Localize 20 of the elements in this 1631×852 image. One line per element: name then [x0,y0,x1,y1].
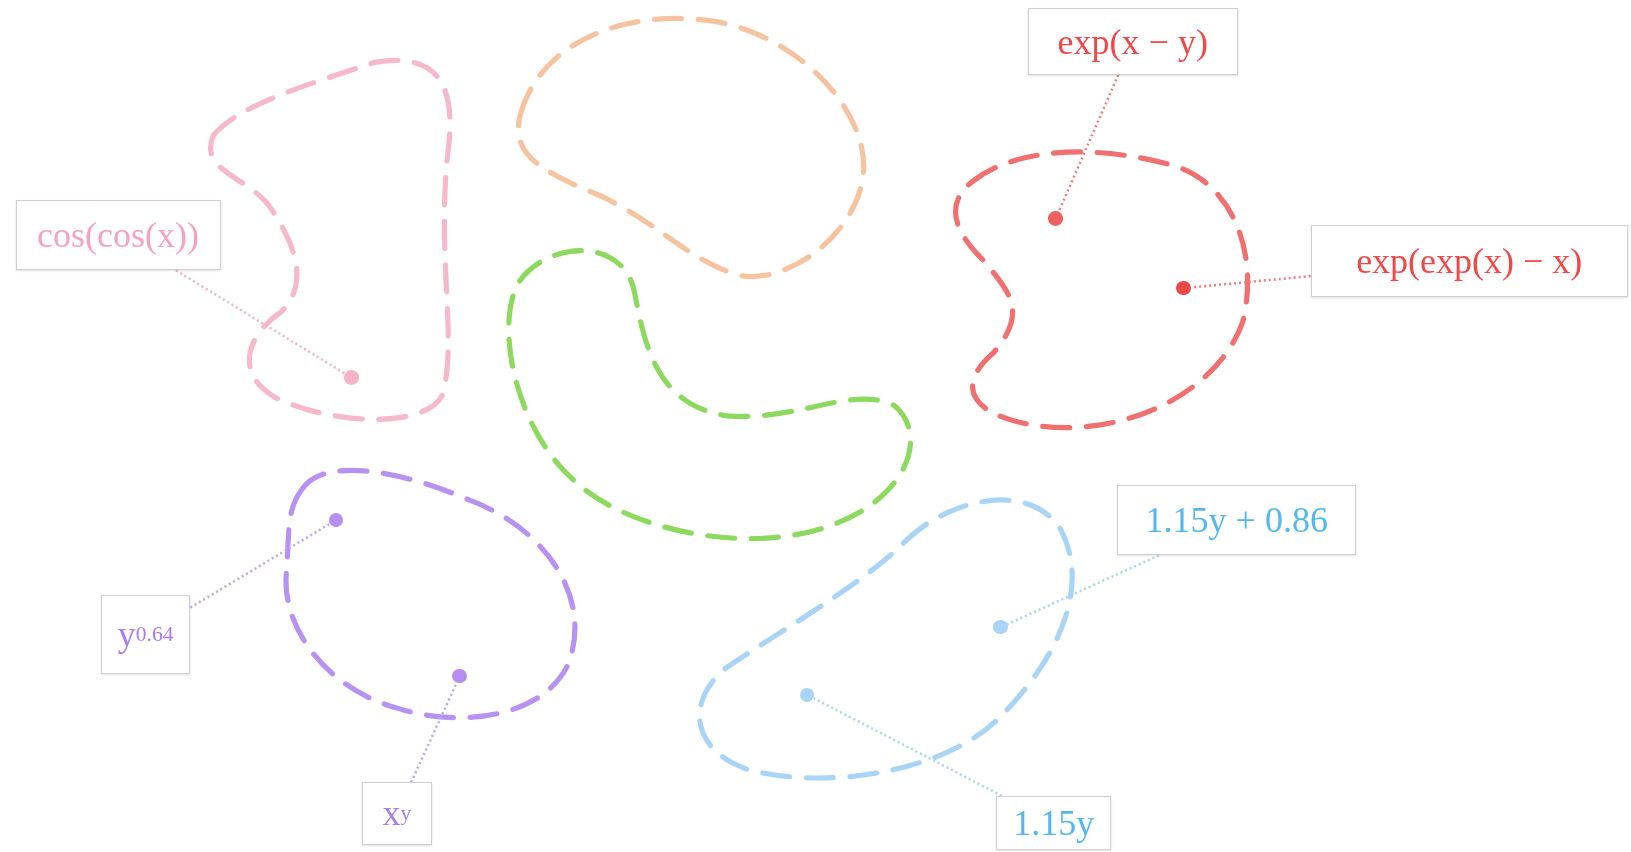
leader-line [175,269,346,375]
leader-line [410,682,458,783]
dot-marker [452,668,468,684]
formula-label: exp(exp(x) − x) [1310,224,1628,298]
dot-marker [799,687,815,703]
leader-line [1006,554,1160,626]
leader-line [813,697,1003,797]
formula-label: cos(cos(x)) [15,199,221,271]
formula-label: exp(x − y) [1027,8,1238,75]
dot-marker [1176,280,1191,296]
formula-label: y$^{0.64}$ [100,594,191,674]
dot-marker [328,512,344,528]
dot-marker [993,619,1008,635]
dot-marker [1048,211,1064,226]
leader-line [1057,74,1120,213]
dot-marker [344,370,359,385]
formula-label: x$^{y}$ [361,782,432,845]
formula-label: 1.15y + 0.86 [1117,484,1357,556]
formula-label: 1.15y [996,795,1111,850]
leader-line [189,522,331,609]
